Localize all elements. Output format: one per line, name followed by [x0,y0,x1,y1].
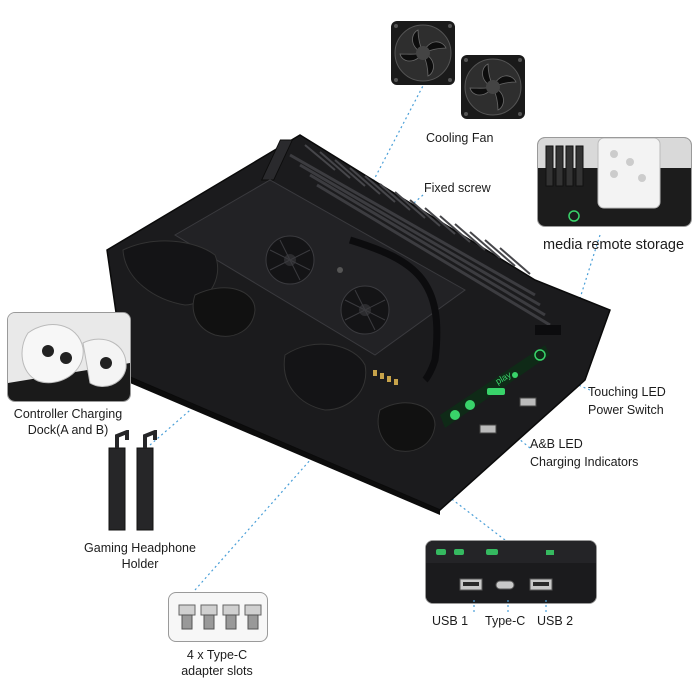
fan-icon [265,235,315,285]
media-remote-storage-label: media remote storage [543,237,685,253]
usb-port-icon [459,578,483,591]
usb1-label: USB 1 [432,614,469,628]
controller-dock-label-line2: Dock(A and B) [27,423,109,437]
rear-ports-leaders [473,600,547,614]
usb2-label: USB 2 [537,614,574,628]
headphone-label-line1: Gaming Headphone [84,541,196,555]
typec-label-line2: adapter slots [181,664,253,678]
headphone-label-line2: Holder [121,557,159,571]
cooling-fan-left [390,20,456,86]
controller-dock-inset [7,312,131,402]
media-remote-storage-inset [537,137,692,227]
typec-adapters-inset [168,592,268,642]
leader-media-storage [569,234,601,331]
leader-rear-ports [439,489,506,541]
touch-switch-label-line1: Touching LED [588,385,666,399]
headphone-holder [108,430,157,531]
led-indicators [450,349,546,420]
leader-cooling-fan [344,81,426,236]
leader-typec [194,414,351,591]
ab-led-label-line2: Charging Indicators [530,455,639,469]
ab-led-label-line1: A&B LED [530,437,583,451]
fan-icon [461,55,525,119]
fan-icon [340,285,390,335]
controller-dock-label-line1: Controller Charging [13,407,123,421]
usb-port-icon [529,578,553,591]
type-c-port-icon [495,580,515,590]
fixed-screw-label: Fixed screw [424,181,491,195]
type-c-label: Type-C [485,614,526,628]
fan-icon [391,21,455,85]
typec-label-line1: 4 x Type-C [186,648,248,662]
cooling-fan-label: Cooling Fan [426,131,494,145]
cooling-fan-right [460,54,526,120]
touch-switch-label-line2: Power Switch [588,403,664,417]
charging-station-body [106,134,611,515]
rear-ports-inset [425,540,597,604]
